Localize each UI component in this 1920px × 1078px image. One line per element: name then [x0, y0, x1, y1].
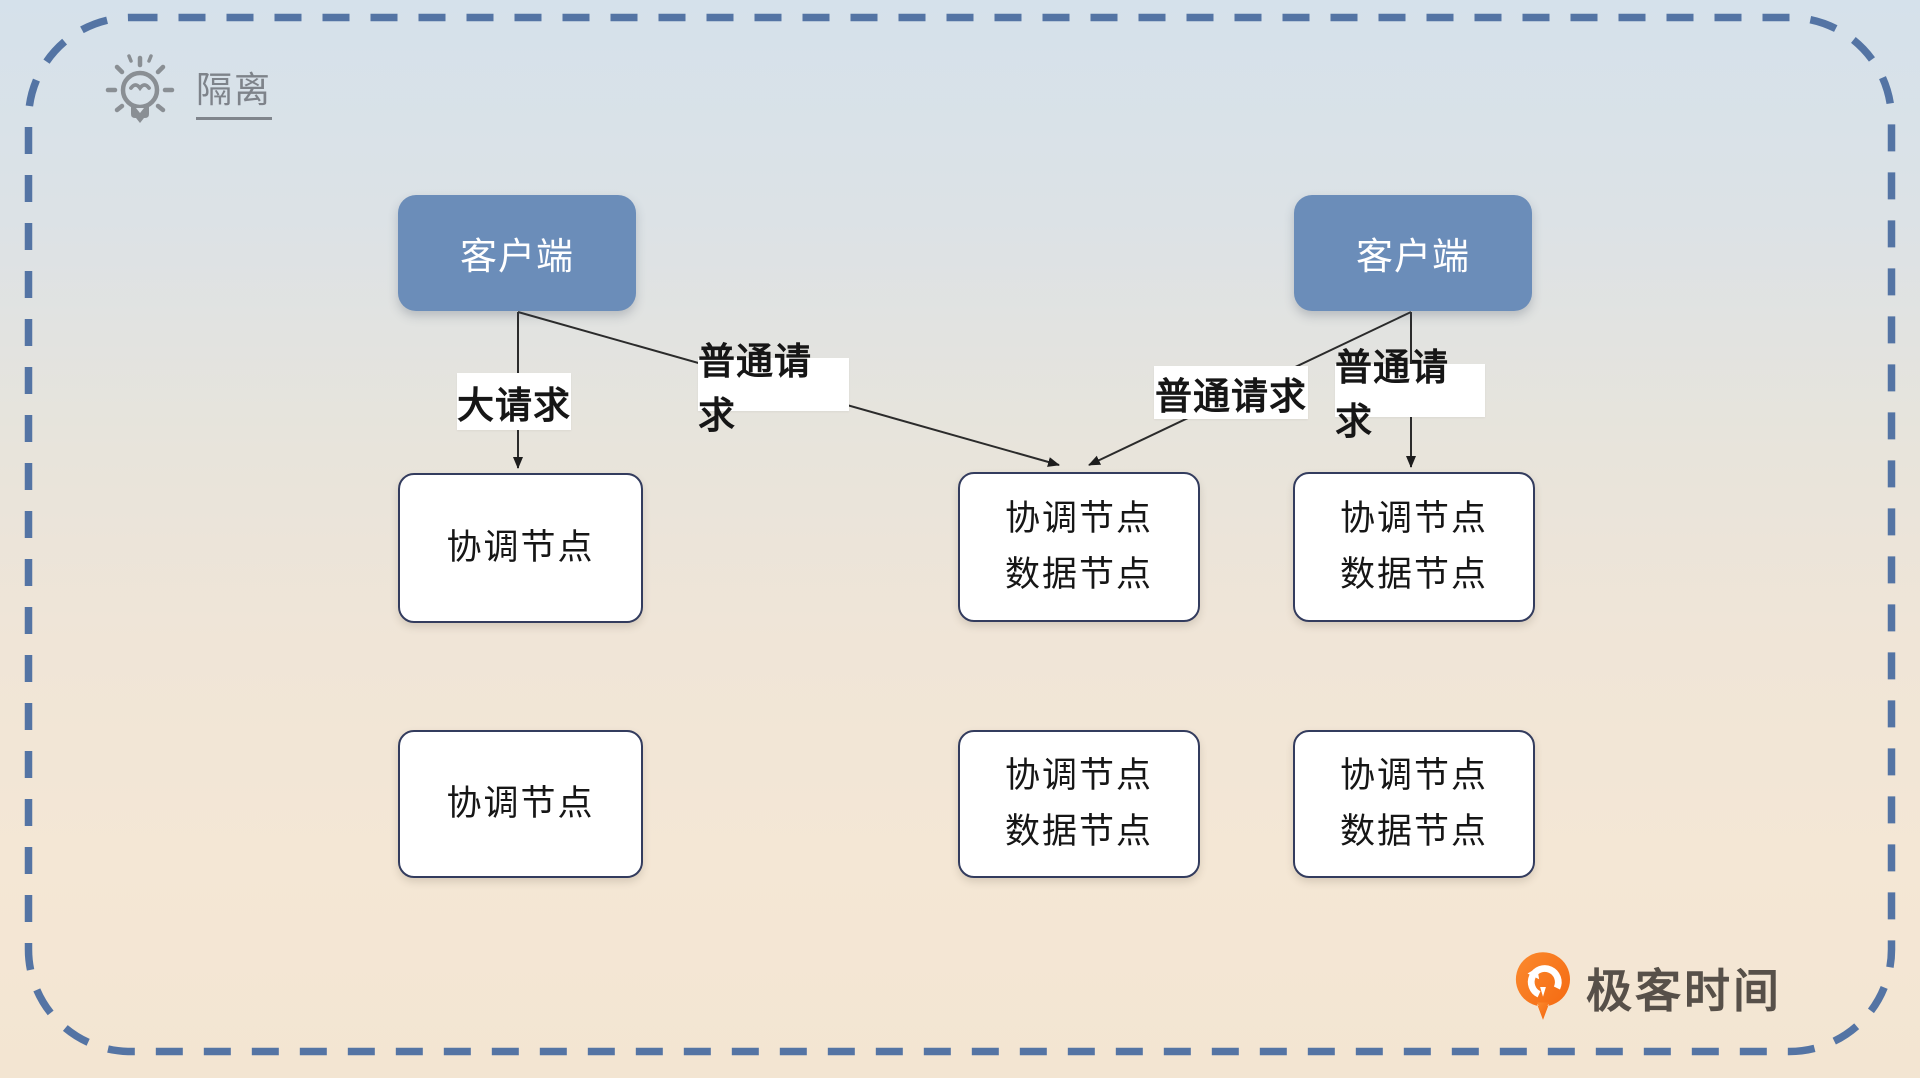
edge-label-normal-request-left-text: 普通请求: [698, 340, 812, 436]
node-line: 协调节点: [1339, 756, 1488, 795]
edge-label-normal-request-right-text: 普通请求: [1335, 346, 1449, 442]
edge-label-normal-request-mid: 普通请求: [1154, 366, 1308, 419]
node-coordinator-data-mid-bottom[interactable]: 协调节点 数据节点: [958, 730, 1200, 878]
section-header: 隔离: [100, 52, 273, 138]
node-line: 数据节点: [1004, 812, 1153, 851]
client-box-left-label: 客户端: [460, 236, 574, 277]
node-line: 数据节点: [1339, 812, 1488, 851]
client-box-left[interactable]: 客户端: [398, 195, 636, 311]
client-box-right[interactable]: 客户端: [1294, 195, 1532, 311]
geektime-logo-icon: [1515, 952, 1571, 1020]
geektime-logo-text: 极客时间: [1586, 965, 1782, 1017]
geektime-logo: 极客时间: [1514, 950, 1782, 1026]
node-coordinator-data-mid-top[interactable]: 协调节点 数据节点: [958, 472, 1200, 622]
node-line: 协调节点: [446, 528, 595, 567]
node-coordinator-data-right-top[interactable]: 协调节点 数据节点: [1293, 472, 1535, 622]
edge-label-big-request-text: 大请求: [457, 384, 571, 426]
node-line: 协调节点: [1004, 499, 1153, 538]
section-title: 隔离: [196, 70, 273, 121]
node-line: 协调节点: [1004, 756, 1153, 795]
edge-label-normal-request-mid-text: 普通请求: [1155, 375, 1307, 417]
node-coordinator-left-top[interactable]: 协调节点: [398, 473, 643, 623]
edge-label-normal-request-left: 普通请求: [698, 341, 849, 436]
node-coordinator-left-bottom[interactable]: 协调节点: [398, 730, 643, 878]
node-line: 协调节点: [446, 784, 595, 823]
lightbulb-icon: [105, 54, 175, 123]
node-line: 协调节点: [1339, 499, 1488, 538]
edge-label-big-request: 大请求: [457, 373, 571, 430]
edge-label-normal-request-right: 普通请求: [1335, 347, 1485, 442]
node-line: 数据节点: [1004, 555, 1153, 594]
node-line: 数据节点: [1339, 555, 1488, 594]
client-box-right-label: 客户端: [1356, 236, 1470, 277]
node-coordinator-data-right-bottom[interactable]: 协调节点 数据节点: [1293, 730, 1535, 878]
